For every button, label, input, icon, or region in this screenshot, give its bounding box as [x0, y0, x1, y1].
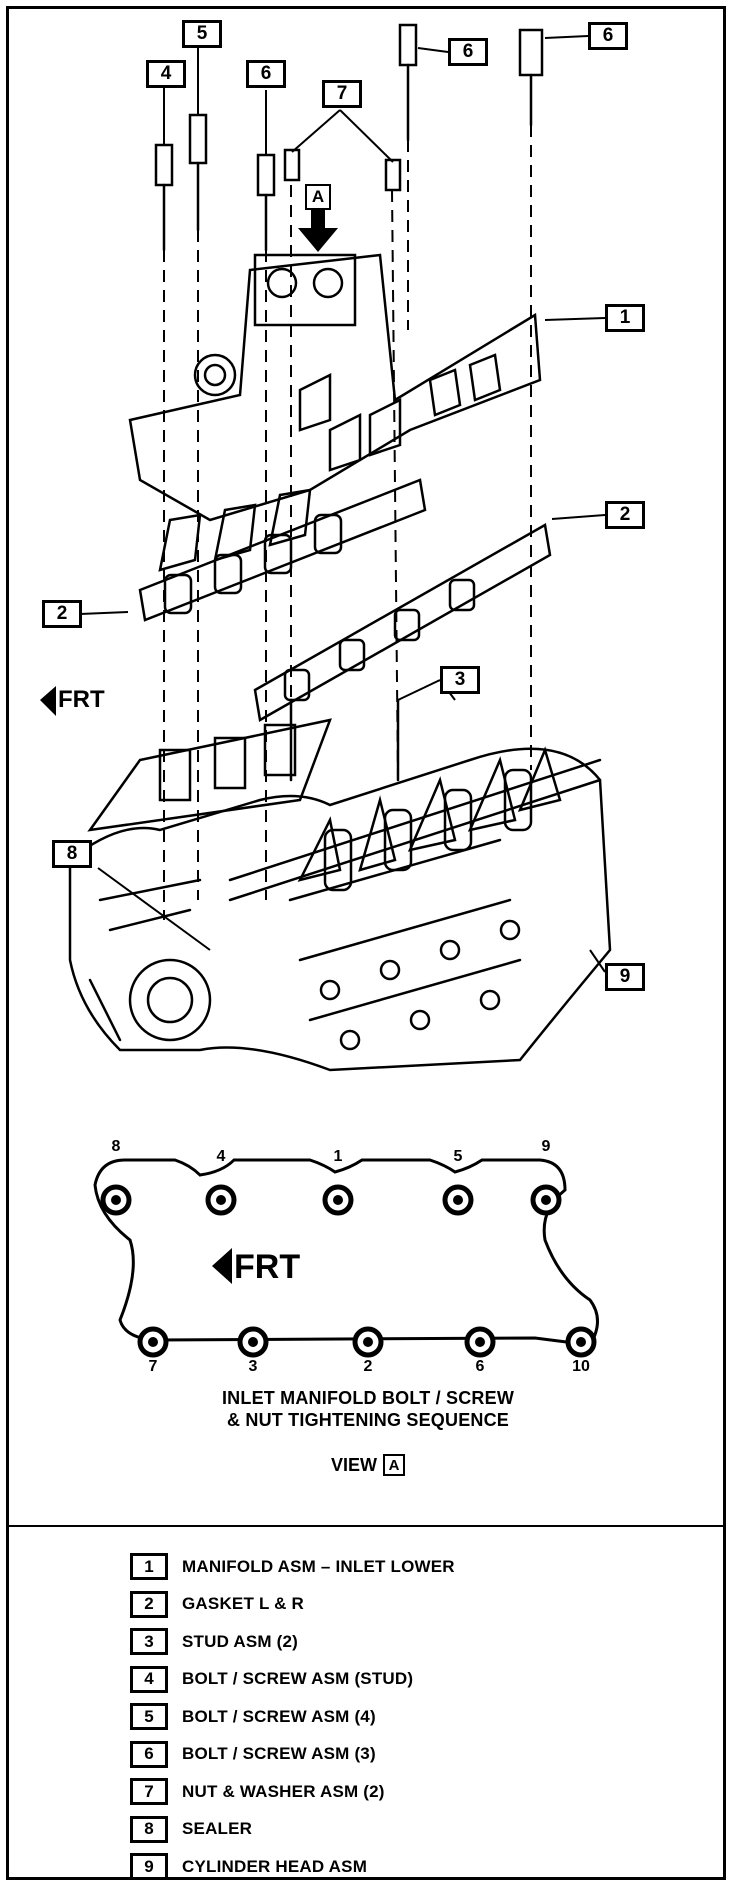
manifold-drawing [128, 253, 542, 572]
cylinder-head-left-drawing [87, 718, 332, 832]
bolt-hole [565, 1326, 597, 1358]
view-letter-box: A [383, 1454, 405, 1476]
legend-number: 8 [130, 1815, 168, 1843]
legend-number: 1 [130, 1553, 168, 1581]
bolt-hole [100, 1184, 132, 1216]
callout-7: 7 [322, 80, 362, 108]
callout-1: 1 [605, 304, 645, 332]
callout-9: 9 [605, 963, 645, 991]
legend-label: BOLT / SCREW ASM (4) [182, 1706, 376, 1726]
bolt-hole [530, 1184, 562, 1216]
legend-label: NUT & WASHER ASM (2) [182, 1781, 385, 1801]
legend-label: MANIFOLD ASM – INLET LOWER [182, 1556, 455, 1576]
sequence-number-bottom: 2 [363, 1358, 373, 1375]
legend-item: 4 BOLT / SCREW ASM (STUD) [130, 1661, 610, 1699]
sequence-number-top: 1 [333, 1148, 343, 1165]
legend-divider [6, 1525, 726, 1527]
sequence-number-top: 5 [453, 1148, 463, 1165]
view-label: VIEW A [0, 1454, 736, 1476]
sequence-number-bottom: 6 [475, 1358, 485, 1375]
bolt-hole [464, 1326, 496, 1358]
legend-item: 5 BOLT / SCREW ASM (4) [130, 1698, 610, 1736]
page-frame [6, 6, 726, 1880]
legend-number: 7 [130, 1778, 168, 1806]
alignment-lines [163, 125, 532, 920]
engine-block-drawing [68, 747, 612, 1072]
caption-line-1: INLET MANIFOLD BOLT / SCREW [221, 1388, 515, 1408]
gasket-right-drawing [253, 523, 552, 722]
frt-arrow-lower [212, 1248, 232, 1284]
legend-item: 1 MANIFOLD ASM – INLET LOWER [130, 1548, 610, 1586]
legend-label: CYLINDER HEAD ASM [182, 1856, 368, 1876]
bolt-hole [137, 1326, 169, 1358]
legend-item: 6 BOLT / SCREW ASM (3) [130, 1736, 610, 1774]
legend-label: STUD ASM (2) [182, 1631, 299, 1651]
legend-label: BOLT / SCREW ASM (3) [182, 1744, 376, 1764]
sequence-number-top: 8 [111, 1138, 121, 1155]
legend-number: 2 [130, 1590, 168, 1618]
callout-2-left: 2 [42, 600, 82, 628]
legend-number: 9 [130, 1853, 168, 1881]
sequence-number-bottom: 3 [248, 1358, 258, 1375]
sequence-number-bottom: 10 [572, 1358, 590, 1375]
gasket-left-drawing [138, 478, 427, 622]
legend-number: 5 [130, 1703, 168, 1731]
bolt-hole [442, 1184, 474, 1216]
callout-8: 8 [52, 840, 92, 868]
bolt-hole [322, 1184, 354, 1216]
callout-5: 5 [182, 20, 222, 48]
callout-6-right: 6 [588, 22, 628, 50]
frt-label-lower: FRT [234, 1248, 301, 1286]
view-text: VIEW [330, 1454, 377, 1475]
sequence-number-top: 9 [541, 1138, 551, 1155]
legend-number: 3 [130, 1628, 168, 1656]
bolt-hole [237, 1326, 269, 1358]
sequence-gasket-outline [93, 1158, 599, 1347]
frt-label-upper: FRT [58, 686, 105, 713]
legend-item: 2 GASKET L & R [130, 1586, 610, 1624]
view-a-arrow [298, 210, 338, 252]
leader-lines [79, 35, 606, 973]
legend-number: 6 [130, 1740, 168, 1768]
legend-item: 8 SEALER [130, 1811, 610, 1849]
callout-4: 4 [146, 60, 186, 88]
frt-arrow-upper [40, 686, 56, 716]
legend-label: BOLT / SCREW ASM (STUD) [182, 1669, 414, 1689]
callout-6-left: 6 [246, 60, 286, 88]
legend-number: 4 [130, 1665, 168, 1693]
sequence-number-bottom: 7 [148, 1358, 158, 1375]
callout-2-right: 2 [605, 501, 645, 529]
valve-springs-drawing [228, 746, 602, 902]
bolt-hole [205, 1184, 237, 1216]
caption-line-2: & NUT TIGHTENING SEQUENCE [226, 1410, 509, 1430]
legend-item: 3 STUD ASM (2) [130, 1623, 610, 1661]
legend-label: GASKET L & R [182, 1594, 305, 1614]
sequence-number-top: 4 [216, 1148, 226, 1165]
callout-3: 3 [440, 666, 480, 694]
legend-item: 7 NUT & WASHER ASM (2) [130, 1773, 610, 1811]
view-a-marker: A [305, 184, 331, 210]
legend: 1 MANIFOLD ASM – INLET LOWER 2 GASKET L & … [130, 1548, 610, 1886]
callout-6-mid: 6 [448, 38, 488, 66]
legend-item: 9 CYLINDER HEAD ASM [130, 1848, 610, 1886]
bolt-hole [352, 1326, 384, 1358]
legend-label: SEALER [182, 1819, 253, 1839]
